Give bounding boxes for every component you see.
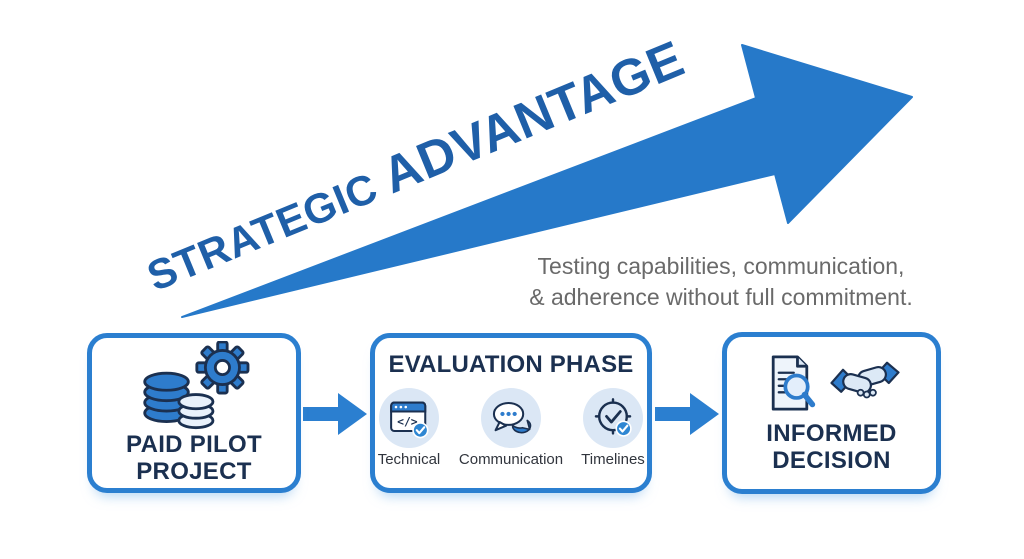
icon-circle: </>	[379, 388, 439, 448]
svg-text:</>: </>	[397, 414, 418, 428]
subtitle-line-2: & adherence without full commitment.	[529, 284, 913, 310]
subtitle: Testing capabilities, communication, & a…	[505, 251, 937, 313]
box-title: PAID PILOT PROJECT	[126, 431, 262, 486]
box-title-line-2: PROJECT	[136, 458, 252, 485]
upward-trend-arrow-icon	[181, 44, 913, 318]
box-title: INFORMED DECISION	[766, 420, 896, 475]
box-title-line-2: DECISION	[772, 447, 891, 474]
chat-bubbles-icon	[492, 401, 532, 434]
right-arrow-icon	[655, 393, 719, 435]
criterion-label: Technical	[377, 451, 441, 468]
box-title: EVALUATION PHASE	[388, 351, 634, 378]
criterion-timelines: Timelines	[576, 388, 650, 468]
gear-icon	[195, 340, 250, 395]
criterion-label: Timelines	[581, 451, 645, 468]
icon-circle	[583, 388, 643, 448]
informed-decision-box: INFORMED DECISION	[722, 332, 941, 494]
box-title-line-1: PAID PILOT	[126, 430, 262, 458]
clock-check-icon	[594, 398, 632, 437]
box-title-line-1: INFORMED	[766, 419, 897, 447]
paid-pilot-project-box: PAID PILOT PROJECT	[87, 333, 301, 493]
handshake-icon	[829, 361, 900, 398]
code-window-check-icon: </>	[390, 401, 429, 439]
icon-circle	[481, 388, 541, 448]
subtitle-line-1: Testing capabilities, communication,	[537, 253, 905, 279]
evaluation-phase-box: EVALUATION PHASE </> Technical	[370, 333, 652, 493]
criterion-technical: </> Technical	[372, 388, 446, 468]
criteria-row: </> Technical	[372, 388, 650, 468]
decision-icons	[762, 352, 902, 414]
criterion-communication: Communication	[459, 388, 563, 468]
right-arrow-icon	[303, 393, 367, 435]
criterion-label: Communication	[458, 451, 564, 468]
pilot-icons	[143, 340, 250, 429]
coins-stack-icon	[143, 371, 215, 429]
document-search-icon	[771, 355, 815, 411]
